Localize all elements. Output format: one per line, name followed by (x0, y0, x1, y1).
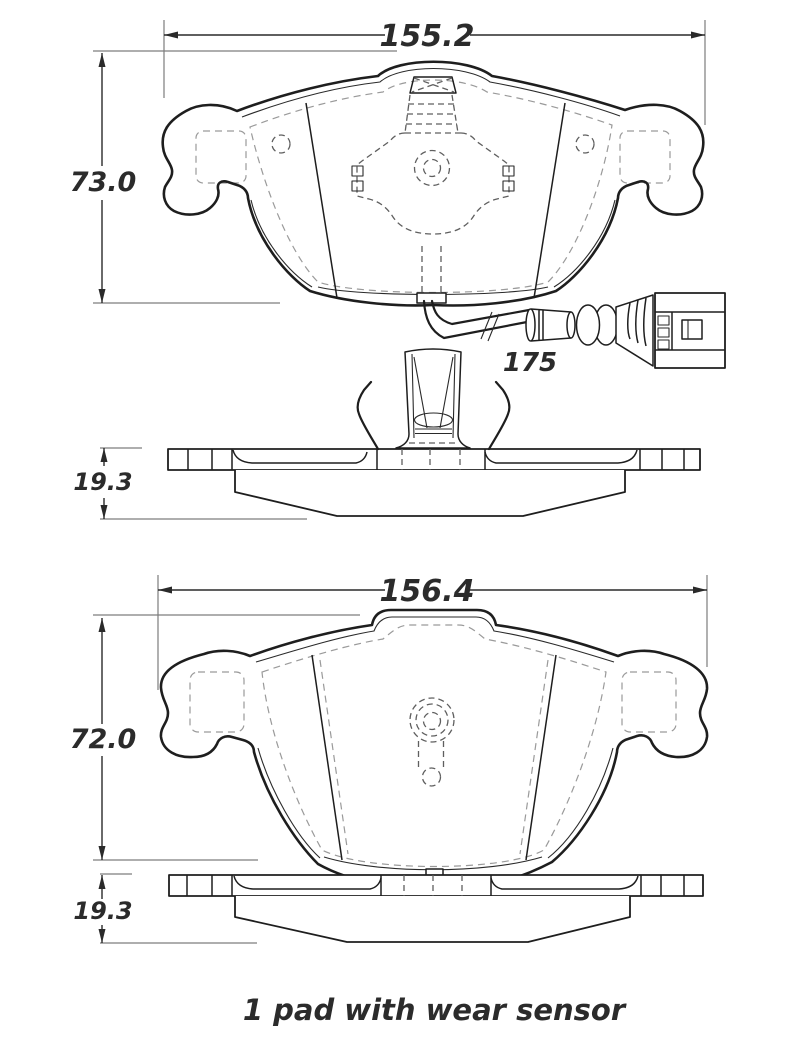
sensor-wire-lower (422, 299, 529, 340)
dim-pad2-height: 72.0 (70, 614, 360, 861)
sensor-wire-upper (430, 299, 531, 326)
pad1-left-side-inner-line (250, 199, 313, 288)
pad1-right-hole (575, 134, 595, 154)
pad1-right-ear-dashed-detail (619, 130, 671, 184)
pad1-left-chamfer-line (305, 102, 338, 299)
dim-pad2-thickness: 19.3 (73, 873, 257, 944)
spring-clip-right-arm (487, 380, 511, 451)
wear-sensor-assembly: 175 (422, 292, 726, 378)
pad2-outline (159, 608, 709, 891)
sensor-body-left-cap (525, 308, 536, 342)
pad2-left-side-inner-line (257, 747, 321, 859)
spring-clip (356, 348, 511, 451)
bracket-right-terminal-lower (502, 180, 515, 192)
pad1-sensor-bracket (351, 94, 515, 292)
pad2-edge-view (168, 868, 704, 943)
boot-cone (615, 294, 654, 367)
pad2-plate-recess-left (233, 875, 382, 890)
pad2-thickness-label: 19.3 (73, 897, 132, 925)
sensor-body-lines (530, 308, 572, 342)
pad1-thickness-label: 19.3 (73, 468, 132, 496)
pad2-plate-center-dashes (403, 875, 463, 896)
wire-break-marks (480, 311, 500, 342)
pad2-height-label: 72.0 (70, 724, 137, 755)
bracket-right-terminal-upper (502, 165, 515, 177)
pad2-right-ear-dashed-detail (621, 671, 677, 733)
pad1-left-hole (271, 134, 291, 154)
pad1-top-inner-line (241, 67, 621, 118)
pad1-plate-recess-right (484, 449, 638, 464)
bellows-ring-left (575, 304, 601, 346)
pad1-friction-material (234, 470, 626, 517)
spring-clip-left-arm (356, 380, 380, 451)
pad1-plate-center-dashes (401, 449, 461, 470)
pad1-right-chamfer-line (533, 102, 566, 299)
pad1-inner-dashed-outline (249, 79, 613, 294)
sensor-connector (654, 292, 726, 369)
pad1-front-view (161, 60, 705, 307)
pad2-backing-plate (168, 874, 704, 897)
pad2-left-chamfer-dashed (319, 659, 349, 855)
sensor-body-right-cap (566, 311, 576, 339)
pad2-friction-material (234, 896, 631, 943)
pad2-right-chamfer-dashed (519, 659, 549, 855)
pad1-backing-plate (167, 448, 701, 471)
pad1-right-side-inner-line (553, 199, 616, 288)
pad2-front-view (159, 608, 709, 891)
pad1-outline (161, 60, 705, 307)
pad1-plate-dividers (187, 449, 685, 470)
pad2-left-ear-dashed-detail (189, 671, 245, 733)
dim-pad1-width: 155.2 (163, 19, 706, 125)
pad2-left-chamfer-line (311, 654, 343, 861)
pad1-left-ear-dashed-detail (195, 130, 247, 184)
pad1-dome-notch (409, 76, 457, 94)
spring-clip-body (395, 348, 471, 449)
boot-ribs (627, 297, 647, 347)
pad2-keyhole-feature (409, 697, 455, 787)
pad1-plate-recess-left (232, 449, 368, 464)
sensor-wire-length-label: 175 (503, 348, 557, 378)
pad2-inner-dashed-outline (261, 624, 607, 868)
spring-clip-folds (411, 353, 456, 439)
spring-clip-ellipse (413, 412, 454, 428)
pad1-sensor-slot (421, 246, 442, 292)
pad2-right-chamfer-line (525, 654, 557, 861)
drawing-caption: 1 pad with wear sensor (243, 993, 627, 1027)
pad2-plate-recess-right (490, 875, 639, 890)
pad1-edge-view (167, 348, 701, 517)
dim-pad1-height: 73.0 (70, 50, 397, 304)
pad1-width-label: 155.2 (380, 19, 475, 54)
pad2-plate-dividers (186, 875, 685, 896)
pad1-dome-notch-cross (411, 77, 455, 93)
pad1-height-label: 73.0 (70, 167, 137, 198)
bracket-left-terminal-lower (351, 180, 364, 192)
pad2-width-label: 156.4 (380, 574, 475, 609)
dim-pad2-width: 156.4 (157, 574, 708, 690)
bracket-left-terminal-upper (351, 165, 364, 177)
pad2-right-side-inner-line (547, 747, 614, 859)
dim-pad1-thickness: 19.3 (73, 447, 307, 520)
pad2-top-inner-line (255, 616, 615, 663)
pad2-bottom-inner-line (323, 856, 543, 871)
